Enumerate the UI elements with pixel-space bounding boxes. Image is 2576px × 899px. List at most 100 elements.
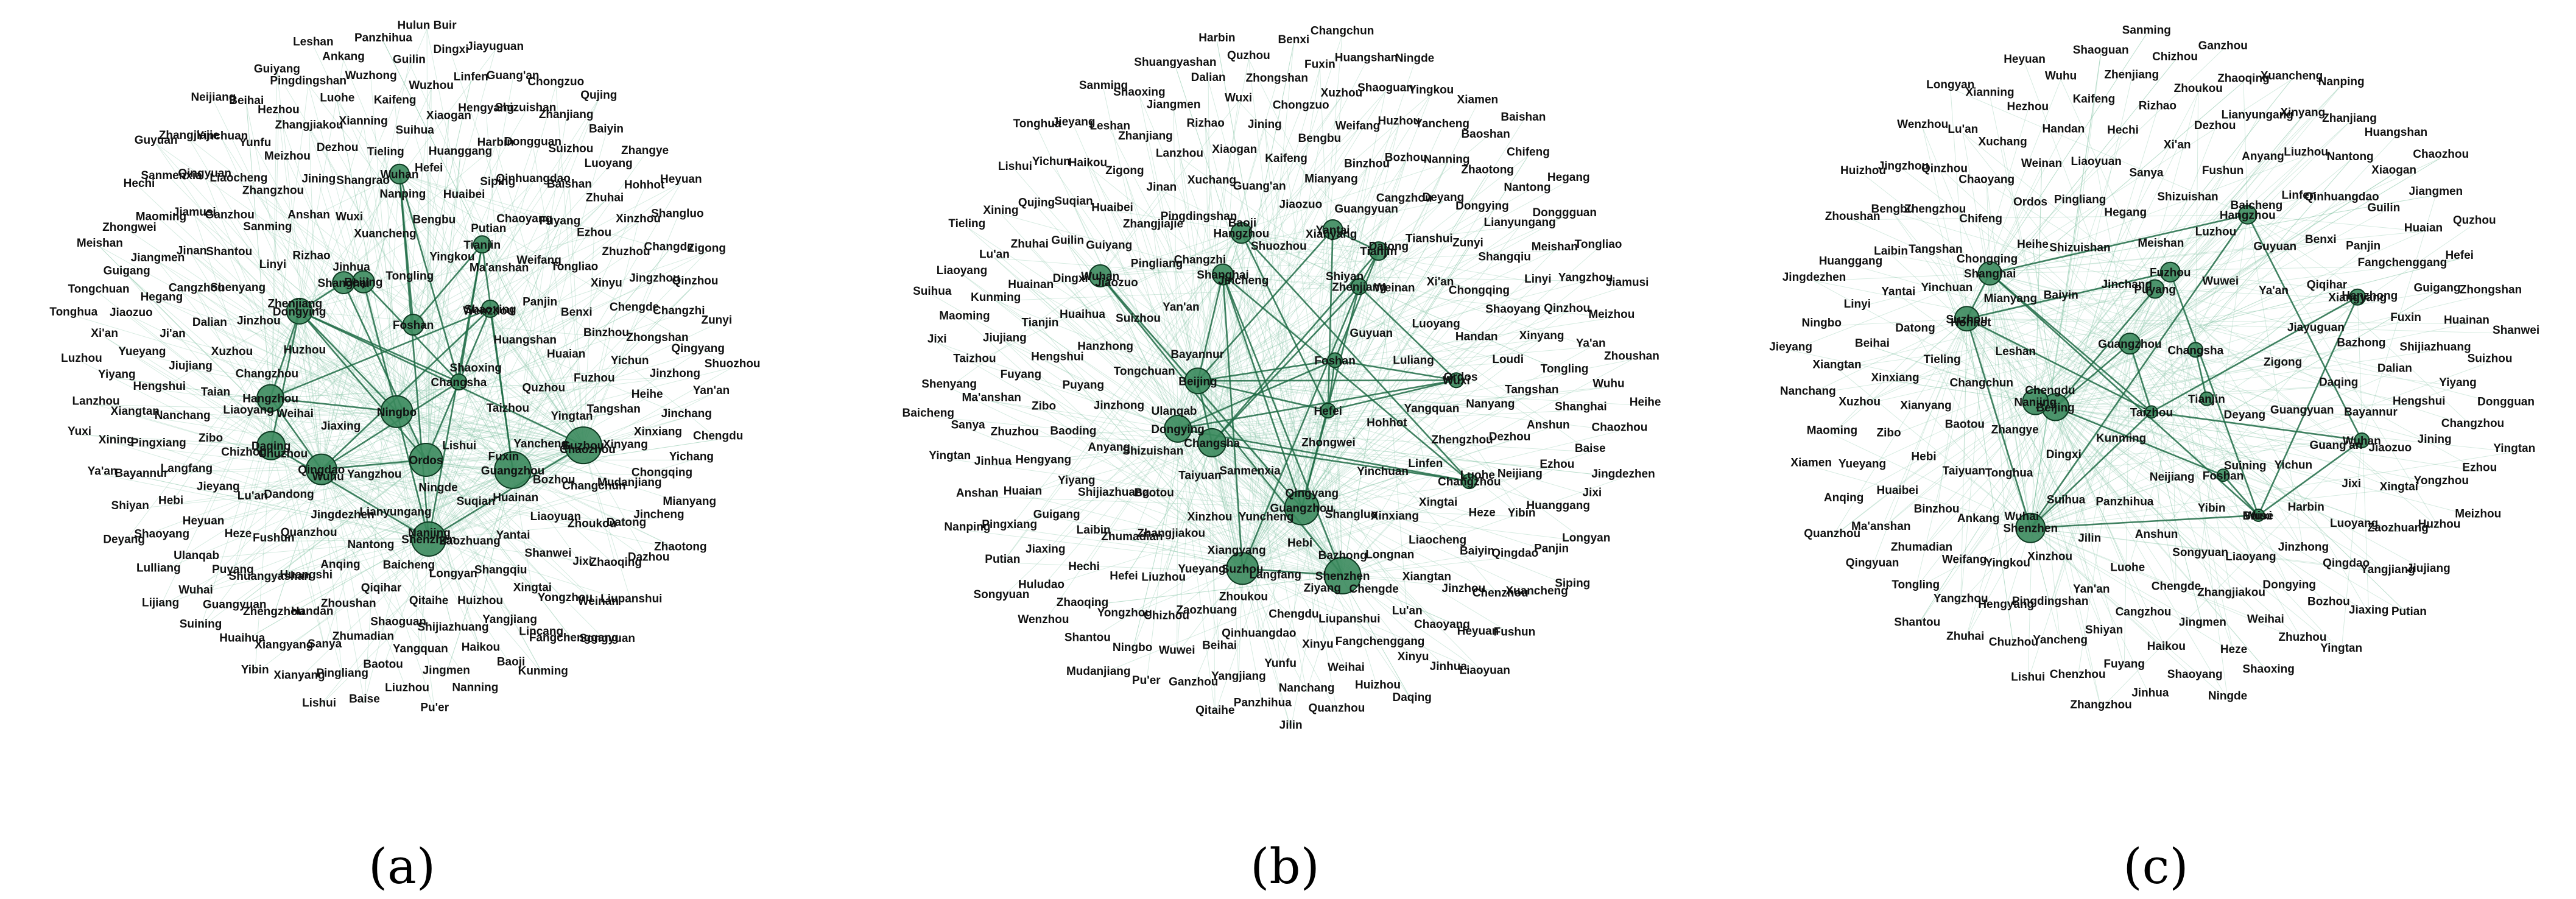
city-label: Harbin [2288,501,2324,513]
edge [304,353,584,446]
city-label: Zhaoqing [1057,596,1108,609]
strong-edge [1240,232,1329,411]
edge [1241,232,1591,348]
city-label: Xinyu [591,277,622,289]
city-label: Bayannur [2344,406,2398,418]
city-label: Zaozhuang [439,535,500,548]
city-label: Pingdingshan [270,74,347,87]
edge [1163,442,1212,581]
city-label: Chizhou [221,446,267,459]
city-label: Ganzhou [205,208,255,221]
city-label: Ganzhou [2198,40,2248,52]
city-label: Zaozhuang [1176,604,1237,617]
edge [2130,121,2350,344]
edge [1966,319,2066,504]
strong-edge [1966,318,2032,529]
edge [267,230,397,412]
edge [1965,407,2056,640]
city-label: Qingdao [2323,557,2370,569]
edge [1242,412,1432,569]
edge [1242,443,1463,569]
edge [524,343,584,446]
city-label: Bayannur [1170,348,1224,361]
edge [1837,368,2031,529]
edge [1301,507,1318,648]
city-label: Zhenjiang [2104,69,2159,82]
hub-label-suzhou: Suzhou [563,440,605,453]
edge [968,428,1343,576]
edge [1197,362,1508,381]
city-label: Liaoyuan [1459,664,1510,677]
edge [1965,343,2130,640]
edge [1966,318,2388,574]
edge [1073,428,1178,435]
city-label: Dingxi [1053,272,1088,285]
edge [1331,238,1343,576]
city-label: Xingtai [2380,481,2418,493]
edge [1087,166,1178,429]
edge [99,246,322,470]
city-label: Hegang [1547,171,1590,184]
city-label: Handan [1455,330,1498,343]
city-label: Baishan [547,178,592,191]
city-label: Heihe [1630,396,1661,409]
city-label: Jinhua [2131,687,2169,700]
edge [396,88,432,412]
edge [271,411,508,446]
city-label: Yingtan [929,450,971,462]
city-label: Quanzhou [1804,527,1860,540]
city-label: Luoyang [2330,517,2378,530]
edge [1242,451,1591,569]
edge [1177,183,1212,429]
city-label: Suining [2224,459,2267,472]
edge [1301,430,1620,509]
edge [116,443,429,540]
strong-edge [269,311,300,399]
edge [1242,505,1438,569]
city-label: Chaoyang [1958,173,2015,186]
hub-node-tianjin [473,235,491,254]
edge [2130,258,2460,344]
strong-edge [2055,288,2156,408]
city-label: Zhumadian [1101,531,1163,543]
city-label: Yingtan [2493,442,2535,455]
edge [1222,274,1346,671]
city-label: Chizhou [2152,51,2198,63]
edge [2243,82,2248,215]
edge [340,411,397,568]
edge [1821,318,1967,327]
edge [258,323,513,471]
edge [396,314,679,412]
edge [1208,80,1212,443]
city-label: Xianyang [1900,399,1951,412]
edge [1116,286,1343,576]
edge [299,311,649,562]
city-label: Ningde [418,482,457,495]
edge [1301,507,1522,517]
edge [1211,442,1216,714]
city-label: Nanchang [1780,385,1836,398]
edge [273,194,397,412]
hub-label-changzhou: Changzhou [1438,476,1501,488]
edge [2077,344,2130,679]
edge [270,381,594,399]
edge [2024,62,2130,344]
city-label: Jiaxing [321,420,361,432]
edge [1301,507,1350,623]
edge [1242,339,1542,569]
edge [321,63,410,470]
edge [1197,200,1444,381]
hub-node-tianjin [2199,391,2214,406]
city-label: Rizhao [2139,100,2177,113]
city-label: Jincheng [633,509,684,521]
city-label: Baiyin [2044,289,2078,301]
network-panel-a: SuzhouGuangzhouOrdosShenzhenNingboQingda… [49,19,760,895]
edge [949,387,1343,576]
strong-edge [1197,274,1224,381]
edge [1950,88,2248,216]
edge [1105,349,1198,381]
edge [426,459,608,643]
city-label: Shangluo [1325,509,1378,521]
edge [1222,96,1342,275]
